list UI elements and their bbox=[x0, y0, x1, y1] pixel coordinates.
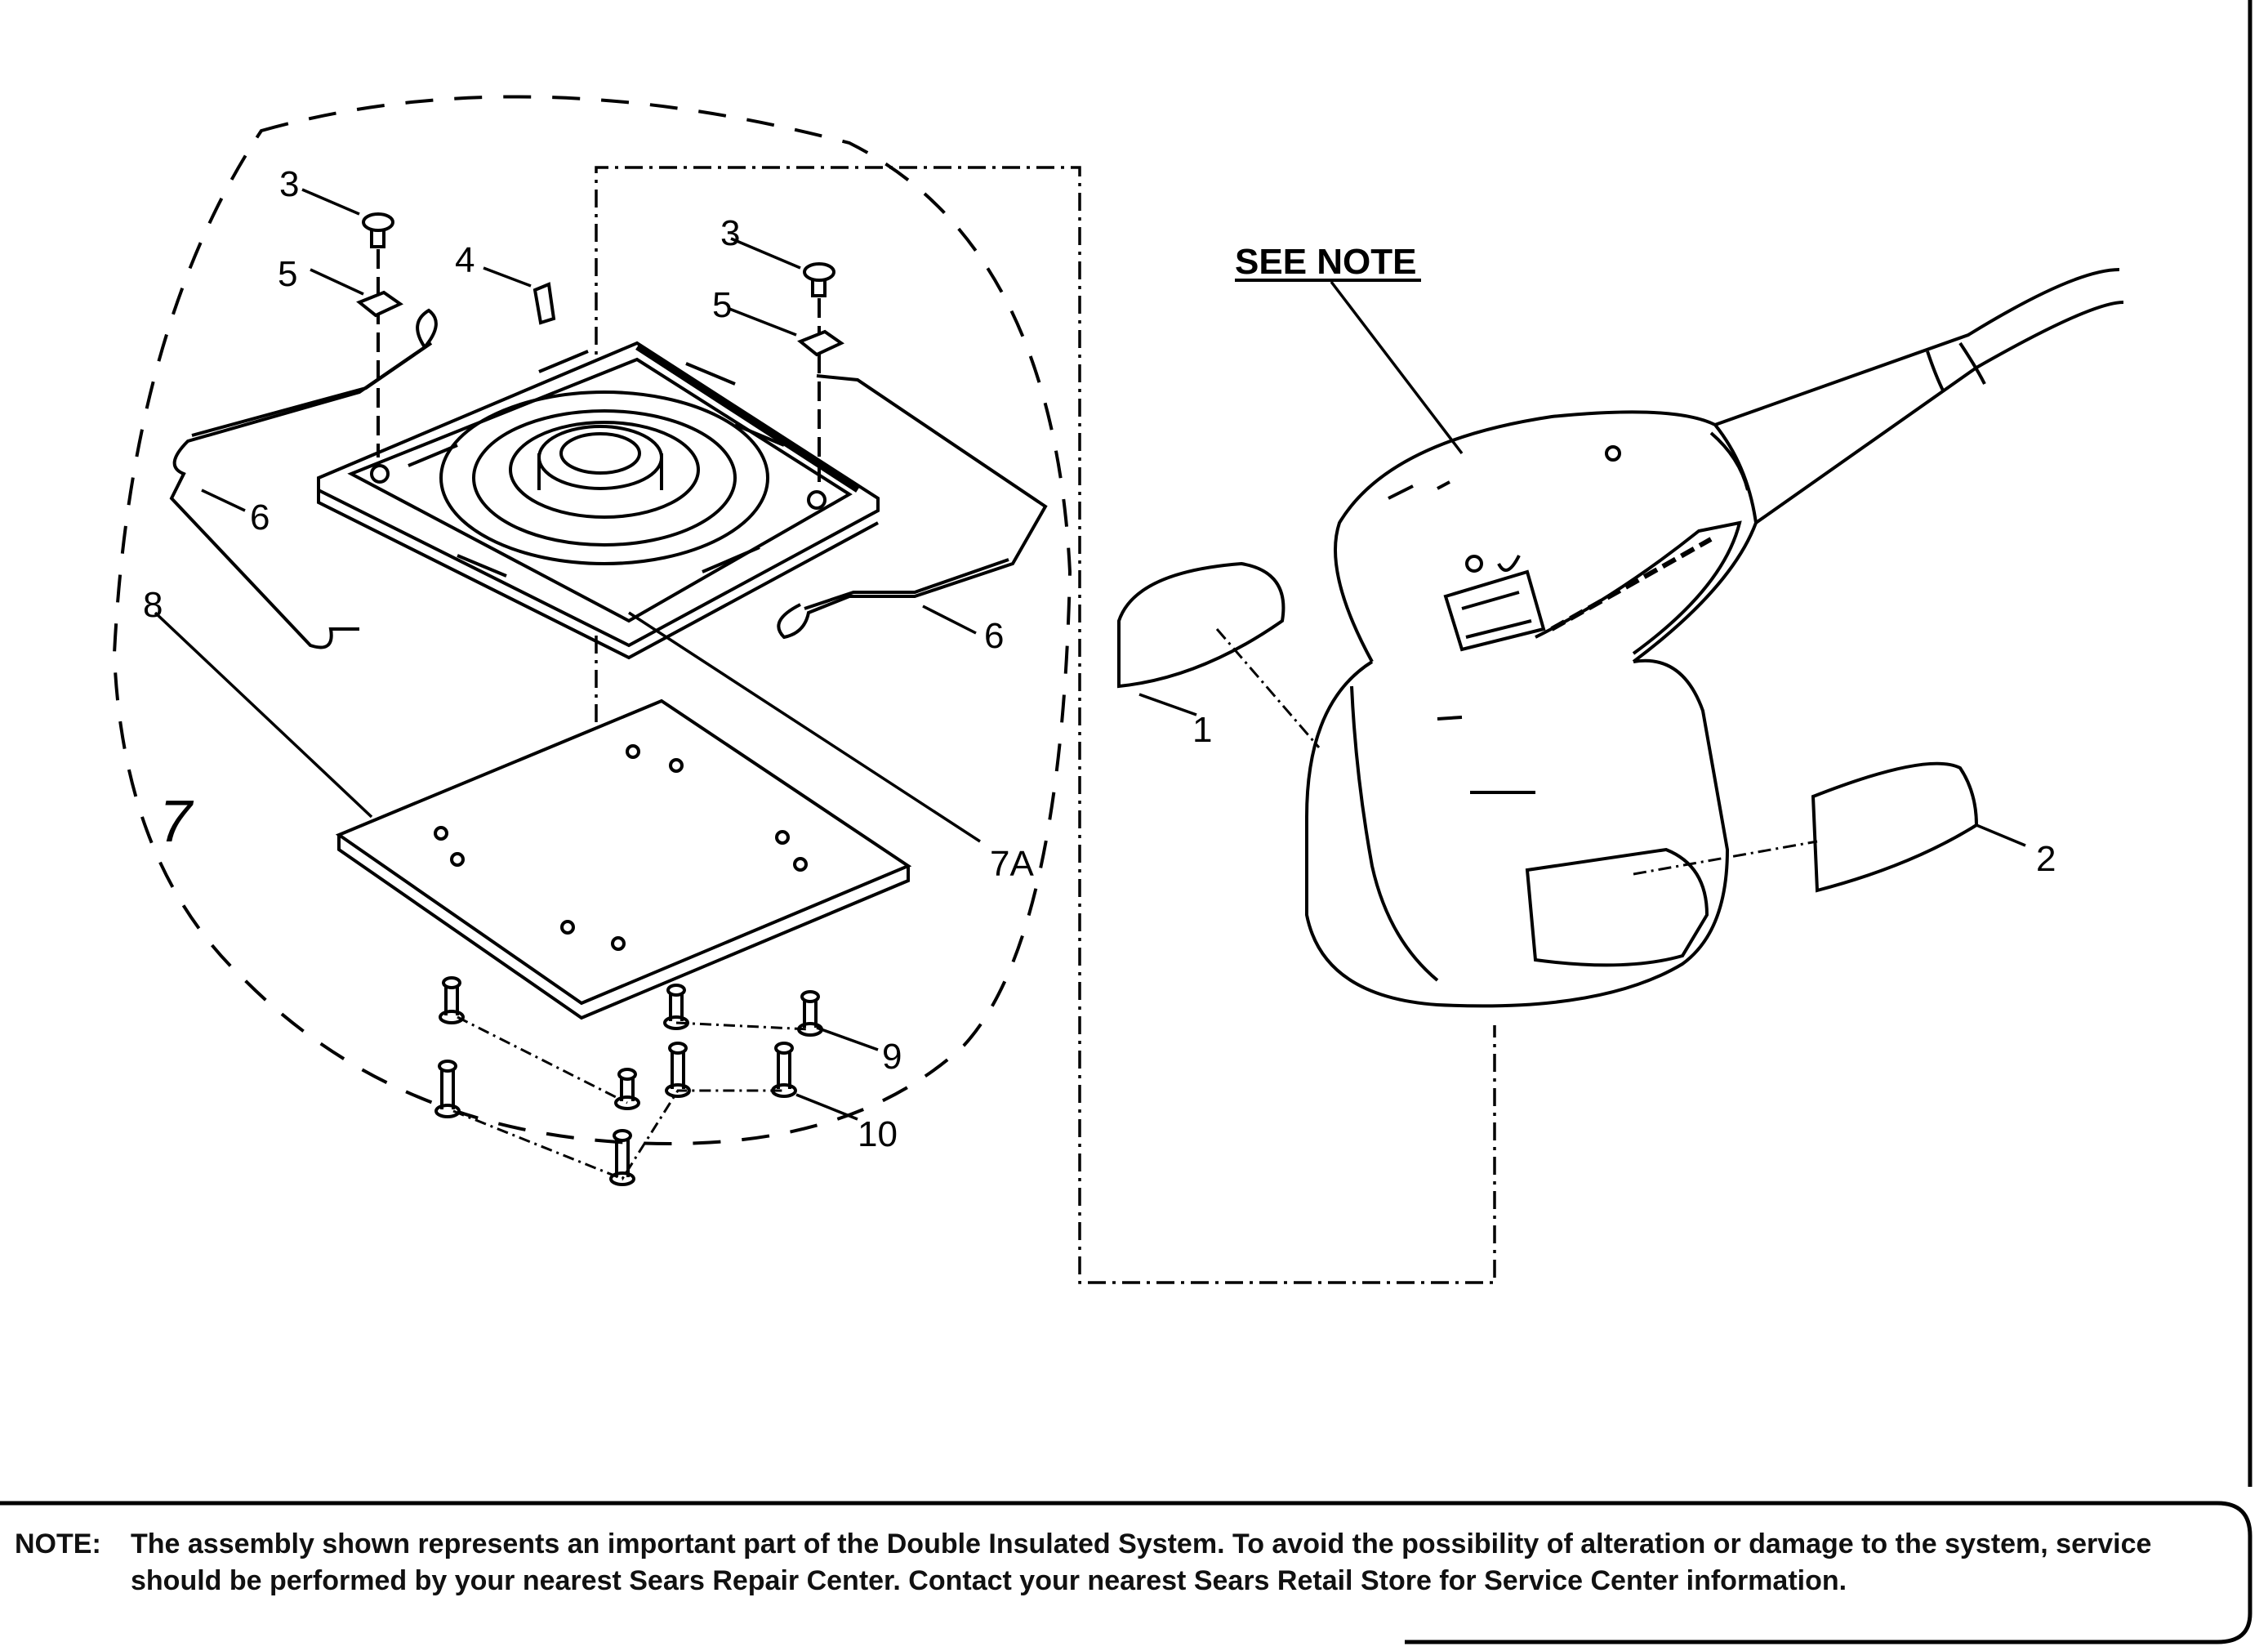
callout-7: 7 bbox=[159, 789, 194, 855]
callout-labels: 1 2 3 3 4 5 5 6 6 7 7A 8 9 10 SEE NOTE bbox=[143, 164, 2056, 1154]
bolts bbox=[434, 976, 823, 1186]
callout-10: 10 bbox=[858, 1114, 898, 1154]
note-label: NOTE: bbox=[15, 1528, 101, 1560]
hardware-screws-clips bbox=[356, 212, 844, 482]
sanding-pad bbox=[335, 698, 912, 1020]
callout-1: 1 bbox=[1192, 710, 1212, 750]
callout-4: 4 bbox=[455, 240, 475, 280]
connection-line bbox=[595, 166, 1496, 1284]
note-text: The assembly shown represents an importa… bbox=[131, 1528, 2152, 1596]
assembly-7-outline bbox=[112, 95, 1072, 1146]
callout-3-left: 3 bbox=[279, 164, 299, 204]
sander-feet bbox=[1117, 561, 1979, 893]
callout-2: 2 bbox=[2036, 839, 2056, 879]
see-note-label: SEE NOTE bbox=[1235, 242, 1417, 282]
callout-8: 8 bbox=[143, 585, 163, 625]
callout-6-right: 6 bbox=[984, 616, 1004, 656]
foot-dash-lines bbox=[1215, 628, 1818, 876]
note-block: NOTE: The assembly shown represents an i… bbox=[15, 1526, 2236, 1600]
callout-9: 9 bbox=[882, 1037, 902, 1077]
callout-5-right: 5 bbox=[712, 285, 732, 325]
platen-base bbox=[317, 341, 880, 660]
callout-7a: 7A bbox=[990, 844, 1034, 884]
callout-3-right: 3 bbox=[720, 213, 740, 253]
callout-5-left: 5 bbox=[278, 254, 297, 294]
sander-body bbox=[1305, 268, 2124, 1008]
clamp-wires bbox=[169, 308, 1048, 649]
leader-lines bbox=[154, 188, 2026, 1121]
callout-6-left: 6 bbox=[250, 498, 270, 538]
